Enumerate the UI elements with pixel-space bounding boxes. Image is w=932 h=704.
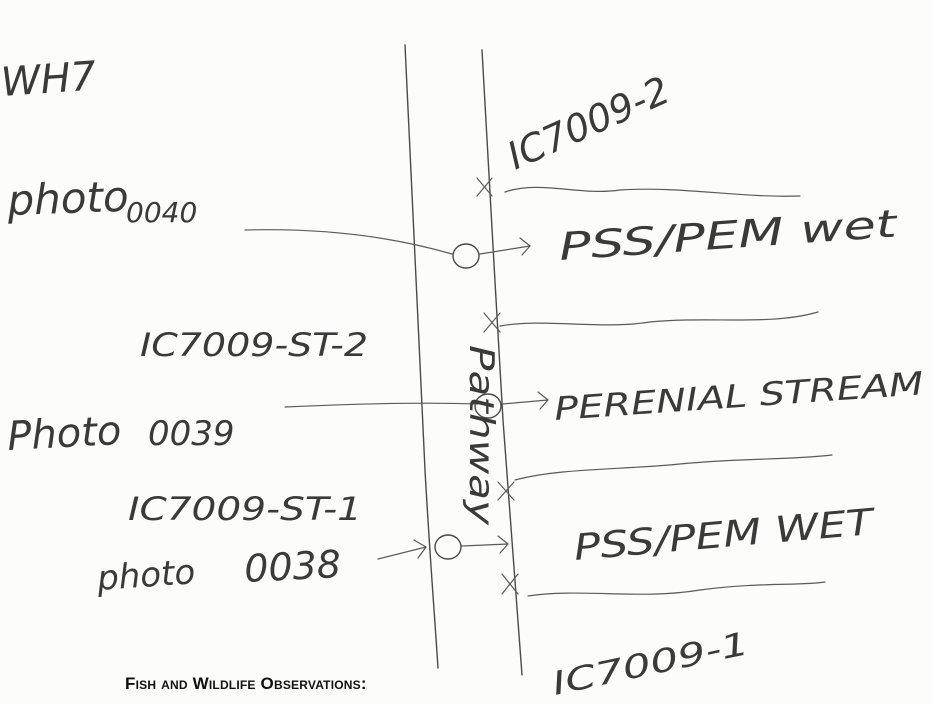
arrow-feature-2 — [501, 391, 549, 410]
photo-point-0040 — [452, 243, 480, 269]
x-mark-1 — [476, 177, 493, 197]
feature-label-2: PERENIAL STREAM — [553, 364, 925, 428]
note-vertical-label: Pathway — [461, 345, 501, 526]
arrow-feature-3 — [461, 535, 509, 554]
photo-label-2: Photo — [6, 408, 122, 460]
leader-line-photo-0039 — [284, 402, 479, 408]
note-top-right: IC7009-2 — [501, 68, 676, 178]
boundary-line-1 — [504, 186, 801, 197]
arrow-feature-1 — [479, 237, 531, 256]
x-mark-4 — [501, 573, 519, 595]
x-mark-2 — [483, 312, 501, 333]
station-label-1: IC7009-ST-1 — [128, 490, 362, 528]
feature-label-1: PSS/PEM wet — [558, 201, 901, 269]
station-label-2: IC7009-ST-2 — [140, 326, 368, 364]
photo-number-3: 0038 — [243, 542, 342, 591]
photo-number-1: 0040 — [126, 196, 197, 229]
photo-label-3: photo — [95, 552, 197, 599]
note-top-left: WH7 — [0, 53, 98, 106]
note-bottom-right: IC7009-1 — [549, 624, 753, 703]
boundary-line-2 — [499, 311, 819, 327]
photo-point-0039 — [474, 393, 502, 419]
feature-label-3: PSS/PEM WET — [572, 502, 878, 569]
photo-label-1: photo — [6, 172, 130, 225]
road-left-edge — [404, 44, 439, 669]
photo-number-2: 0039 — [148, 414, 235, 454]
boundary-line-3 — [514, 454, 833, 481]
arrow-photo-0038 — [377, 539, 427, 560]
road-right-edge — [481, 49, 523, 676]
boundary-line-4 — [527, 581, 826, 597]
x-mark-3 — [497, 481, 515, 501]
leader-line-photo-0040 — [244, 229, 453, 255]
photo-point-0038 — [434, 534, 462, 560]
section-heading: Fish and Wildlife Observations: — [125, 674, 367, 693]
